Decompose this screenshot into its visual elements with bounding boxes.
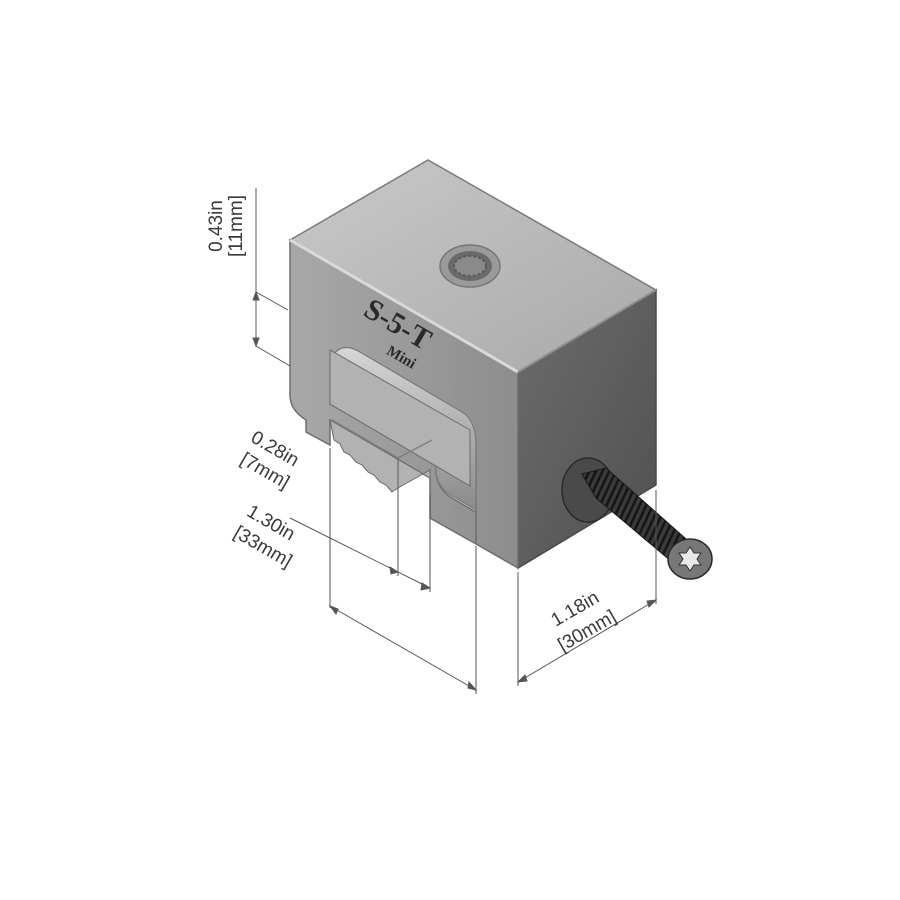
dim-height-imperial: 0.43in xyxy=(206,200,227,252)
set-screw xyxy=(561,457,713,580)
torx-drive-icon xyxy=(678,546,702,572)
top-threaded-hole xyxy=(439,244,501,288)
dimension-width xyxy=(328,448,478,694)
dimension-slot xyxy=(289,492,432,592)
dim-height-metric: [11mm] xyxy=(226,195,247,257)
clamp-serrated-jaw xyxy=(329,349,471,493)
dimension-depth xyxy=(516,490,658,686)
dimension-height xyxy=(252,188,291,367)
